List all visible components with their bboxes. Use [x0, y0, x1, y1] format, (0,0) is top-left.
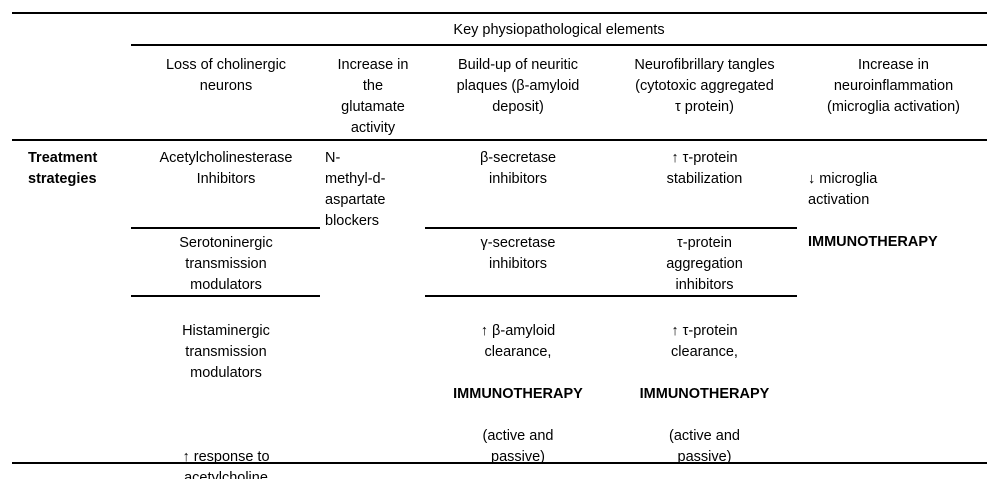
cell-col3-row1: β-secretase inhibitors [479, 150, 557, 187]
cell-col1-row3: Histaminergic transmission modulators ↑ … [131, 300, 321, 479]
cell-col3-row3-part-c: (active and passive) [482, 428, 554, 465]
cell-col1-row2: Serotoninergic transmission modulators [179, 235, 273, 293]
cell-col4-row3-immunotherapy: IMMUNOTHERAPY [639, 386, 770, 402]
cell-col4-row3-part-a: ↑ τ-protein clearance, [671, 323, 738, 360]
cell-col4-row1: ↑ τ-protein stabilization [666, 150, 743, 187]
col1-row-divider-2 [131, 295, 320, 297]
col34-row-divider-2 [425, 295, 797, 297]
group-header-rule [131, 44, 987, 46]
cell-col5-part-a: ↓ microglia activation [808, 171, 878, 208]
table-bottom-rule [12, 462, 987, 464]
cell-col4-row3-part-c: (active and passive) [669, 428, 740, 465]
col34-row-divider-1 [425, 227, 797, 229]
column-header-loss-of-cholinergic-neurons: Loss of cholinergic neurons [165, 57, 287, 94]
cell-col3-row3: ↑ β-amyloid clearance, IMMUNOTHERAPY (ac… [425, 300, 611, 479]
cell-col3-row3-part-a: ↑ β-amyloid clearance, [480, 323, 556, 360]
cell-col3-row3-immunotherapy: IMMUNOTHERAPY [453, 386, 583, 402]
cell-col2-all-rows: N- methyl-d- aspartate blockers [325, 150, 386, 229]
cell-col1-row1: Acetylcholinesterase Inhibitors [159, 150, 293, 187]
column-header-neuritic-plaques: Build-up of neuritic plaques (β-amyloid … [456, 57, 580, 115]
header-body-divider-rule [12, 139, 987, 141]
group-header-label: Key physiopathological elements [453, 22, 665, 38]
cell-col1-row3-part-a: Histaminergic transmission modulators [182, 323, 270, 381]
cell-col1-row3-part-b: ↑ response to acetylcholine [182, 449, 270, 479]
column-header-increase-glutamate-activity: Increase in the glutamate activity [337, 57, 409, 136]
cell-col1-row3-spacer [131, 405, 321, 426]
cell-col4-row2: τ-protein aggregation inhibitors [666, 235, 743, 293]
column-header-neuroinflammation: Increase in neuroinflammation (microglia… [827, 57, 960, 115]
column-header-neurofibrillary-tangles: Neurofibrillary tangles (cytotoxic aggre… [634, 57, 775, 115]
cell-col5-all-rows: ↓ microglia activation IMMUNOTHERAPY [808, 148, 993, 274]
cell-col5-immunotherapy: IMMUNOTHERAPY [808, 234, 938, 250]
col1-row-divider-1 [131, 227, 320, 229]
row-label-treatment-strategies: Treatment strategies [28, 150, 98, 187]
cell-col4-row3: ↑ τ-protein clearance, IMMUNOTHERAPY (ac… [612, 300, 797, 479]
table-top-rule [12, 12, 987, 14]
cell-col3-row2: γ-secretase inhibitors [480, 235, 556, 272]
